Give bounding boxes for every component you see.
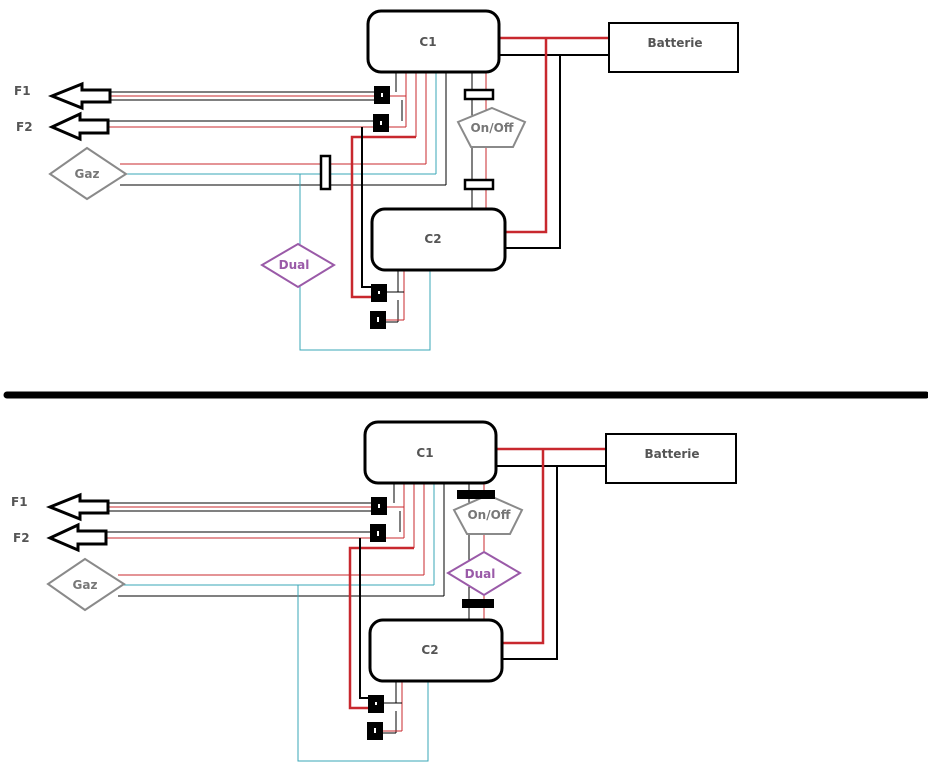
relays-c2 <box>370 284 387 329</box>
relays-c2-b <box>367 695 384 740</box>
fuse-onoff-top <box>463 88 495 101</box>
c1-module: C1 <box>366 9 501 74</box>
cyan-loop-b <box>297 585 429 762</box>
wire-gaz <box>120 163 446 186</box>
dual-node: Dual <box>260 242 336 289</box>
diagram-bottom: C1 Batterie C2 On/Off <box>11 420 737 762</box>
c2-label-b: C2 <box>421 643 438 657</box>
fuse-onoff-b <box>457 490 495 499</box>
wire-battery <box>498 36 608 249</box>
f1-label-b: F1 <box>11 495 28 509</box>
gaz-label: Gaz <box>75 167 100 181</box>
dual-label-b: Dual <box>465 567 496 581</box>
c2-module: C2 <box>370 207 507 272</box>
harness-c2-b <box>383 681 403 734</box>
battery-label: Batterie <box>647 36 702 50</box>
battery-box-b: Batterie <box>605 433 737 484</box>
wire-gaz-b <box>118 574 444 597</box>
f2-arrow-b <box>46 522 108 553</box>
f2-label: F2 <box>16 120 33 134</box>
wire-f1 <box>110 91 406 101</box>
gaz-node: Gaz <box>48 146 128 201</box>
diagram-top: C1 Batterie C2 <box>14 9 739 351</box>
battery-box: Batterie <box>608 22 739 73</box>
onoff-label-b: On/Off <box>467 508 510 522</box>
fuse-gaz <box>319 154 332 191</box>
f1-arrow <box>47 81 112 111</box>
wire-f2 <box>108 120 406 128</box>
gaz-node-b: Gaz <box>46 557 126 612</box>
gaz-label-b: Gaz <box>73 578 98 592</box>
c1-module-b: C1 <box>363 420 498 485</box>
harness-c1-b <box>393 483 445 596</box>
relays-c1 <box>373 86 390 132</box>
relays-c1-b <box>370 497 387 542</box>
onoff-label: On/Off <box>470 121 513 135</box>
harness-c1 <box>395 72 447 185</box>
battery-label-b: Batterie <box>644 447 699 461</box>
wire-f2-b <box>106 531 404 539</box>
c2-module-b: C2 <box>368 618 504 683</box>
c1-label-b: C1 <box>416 446 433 460</box>
f1-label: F1 <box>14 84 31 98</box>
c2-label: C2 <box>424 232 441 246</box>
fuse-dual-b <box>462 599 494 608</box>
dual-node-b: Dual <box>446 550 522 597</box>
harness-c2 <box>385 270 405 323</box>
onoff-switch: On/Off <box>456 106 527 148</box>
fuse-onoff-bottom <box>463 178 495 191</box>
f2-arrow <box>48 111 110 142</box>
wire-f1-b <box>108 502 404 512</box>
f1-arrow-b <box>45 492 110 522</box>
wire-battery-b <box>496 447 606 660</box>
c1-label: C1 <box>419 35 436 49</box>
dual-label: Dual <box>279 258 310 272</box>
onoff-switch-b: On/Off <box>452 493 524 535</box>
f2-label-b: F2 <box>13 531 30 545</box>
